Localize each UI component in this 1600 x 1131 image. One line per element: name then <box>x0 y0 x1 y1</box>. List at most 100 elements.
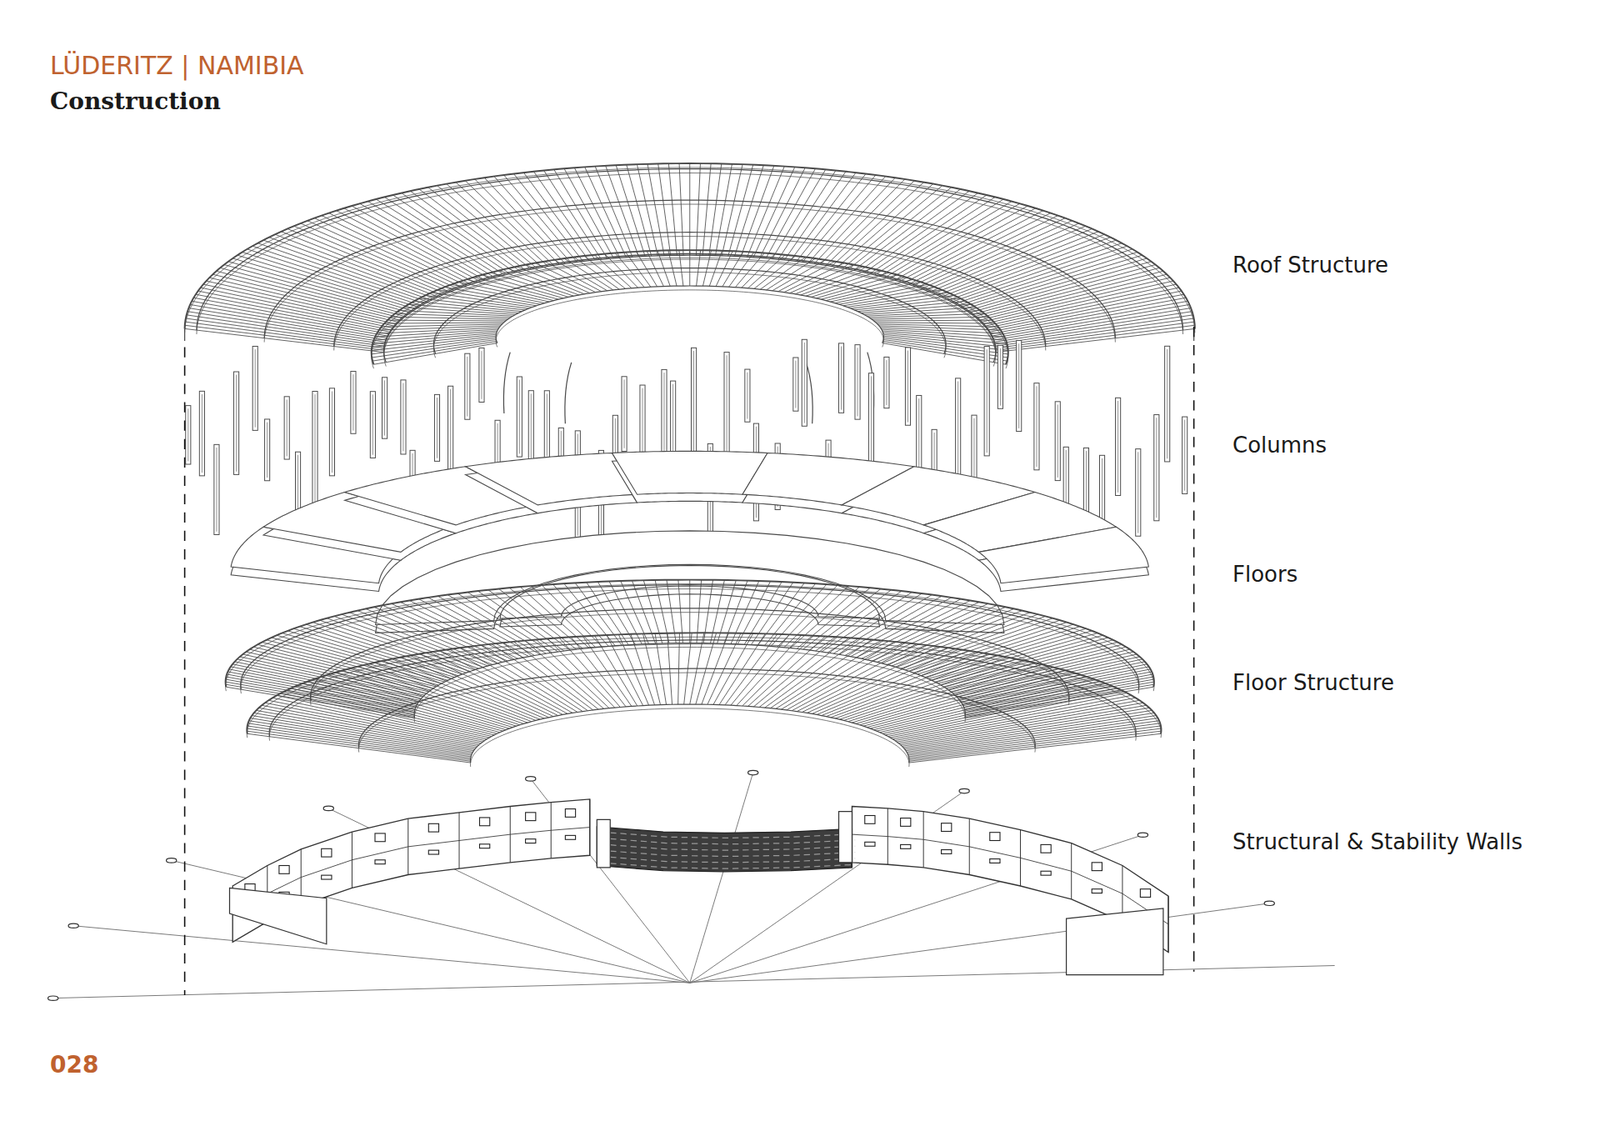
roof-structure <box>185 163 1195 424</box>
rib <box>995 321 1195 349</box>
rib <box>187 311 385 343</box>
brick-course <box>600 837 855 844</box>
window <box>990 859 1000 864</box>
purlin <box>470 708 910 767</box>
purlin <box>371 250 1009 365</box>
brick-course <box>600 844 855 850</box>
column-line <box>1166 349 1168 459</box>
rib <box>802 175 876 262</box>
purlin <box>495 285 884 344</box>
purlin <box>495 290 884 348</box>
rib <box>696 580 702 644</box>
column-line <box>1155 417 1157 518</box>
rib <box>904 210 1044 284</box>
rib <box>494 176 572 264</box>
rib <box>850 599 961 657</box>
column <box>234 371 240 475</box>
column <box>793 357 799 411</box>
rib <box>367 201 495 278</box>
rib <box>257 243 428 303</box>
rib <box>965 684 1154 716</box>
wall-joint <box>969 818 970 875</box>
wall-joint <box>459 812 460 869</box>
layer-label: Floors <box>1232 559 1298 591</box>
rib <box>198 290 392 330</box>
end-wall <box>230 887 327 944</box>
page-number: 028 <box>50 1048 99 1083</box>
purlin <box>414 643 965 719</box>
rib <box>796 587 870 649</box>
rib <box>796 173 866 261</box>
purlin <box>246 632 1161 734</box>
column <box>265 419 270 481</box>
column-line <box>436 397 438 459</box>
rib <box>475 179 560 265</box>
column <box>400 380 406 455</box>
column-line <box>857 347 859 416</box>
purlin <box>310 612 1070 705</box>
rib <box>428 597 535 656</box>
column-line <box>1018 343 1020 429</box>
column-line <box>235 375 237 472</box>
rib <box>410 190 520 271</box>
window <box>1040 844 1051 853</box>
column <box>1115 397 1121 495</box>
rib <box>747 166 785 258</box>
rib <box>605 165 640 257</box>
column-line <box>266 422 268 478</box>
floor-slab <box>979 526 1150 583</box>
rib <box>730 580 760 645</box>
rib <box>948 240 1117 300</box>
layer-label: Structural & Stability Walls <box>1232 826 1550 859</box>
rib <box>790 172 857 261</box>
purlin <box>269 644 1136 741</box>
rib <box>784 585 849 648</box>
rib <box>643 580 663 644</box>
column <box>284 396 290 460</box>
rib <box>401 193 515 274</box>
column-line <box>918 398 920 471</box>
rib <box>965 681 1155 715</box>
rib <box>655 580 670 644</box>
rib <box>695 163 700 255</box>
rib <box>937 231 1099 295</box>
column <box>516 376 522 457</box>
rib <box>336 210 476 284</box>
column <box>214 444 220 535</box>
column <box>997 345 1003 409</box>
rib <box>917 624 1074 675</box>
partition <box>839 811 853 863</box>
rib <box>842 185 942 269</box>
rib <box>314 218 462 288</box>
wall-joint <box>1070 843 1072 900</box>
column-line <box>957 381 959 489</box>
rib <box>530 585 595 648</box>
window <box>375 833 385 842</box>
setout-marker <box>1137 832 1148 837</box>
hanger <box>503 352 510 414</box>
rib <box>976 270 1164 319</box>
wall-joint <box>550 802 552 859</box>
title: LÜDERITZ | NAMIBIA <box>50 47 305 85</box>
column-line <box>1117 400 1119 493</box>
rib <box>717 580 737 644</box>
column-line <box>693 350 695 462</box>
layer-label: Floor Structure <box>1232 667 1395 700</box>
purlin <box>384 257 996 366</box>
rib <box>921 220 1073 290</box>
column <box>1154 415 1160 521</box>
rib <box>631 580 655 645</box>
column <box>905 347 910 425</box>
rib <box>276 635 445 682</box>
rib <box>344 208 480 282</box>
rib <box>509 587 583 649</box>
floor-structure <box>225 580 1162 767</box>
column-line <box>973 418 975 481</box>
setout-marker <box>959 788 970 793</box>
window <box>321 875 332 880</box>
setout-marker <box>68 923 79 928</box>
column-line <box>201 394 203 473</box>
rib <box>965 676 1154 711</box>
brick-course <box>600 831 855 838</box>
brick-course <box>600 862 855 869</box>
